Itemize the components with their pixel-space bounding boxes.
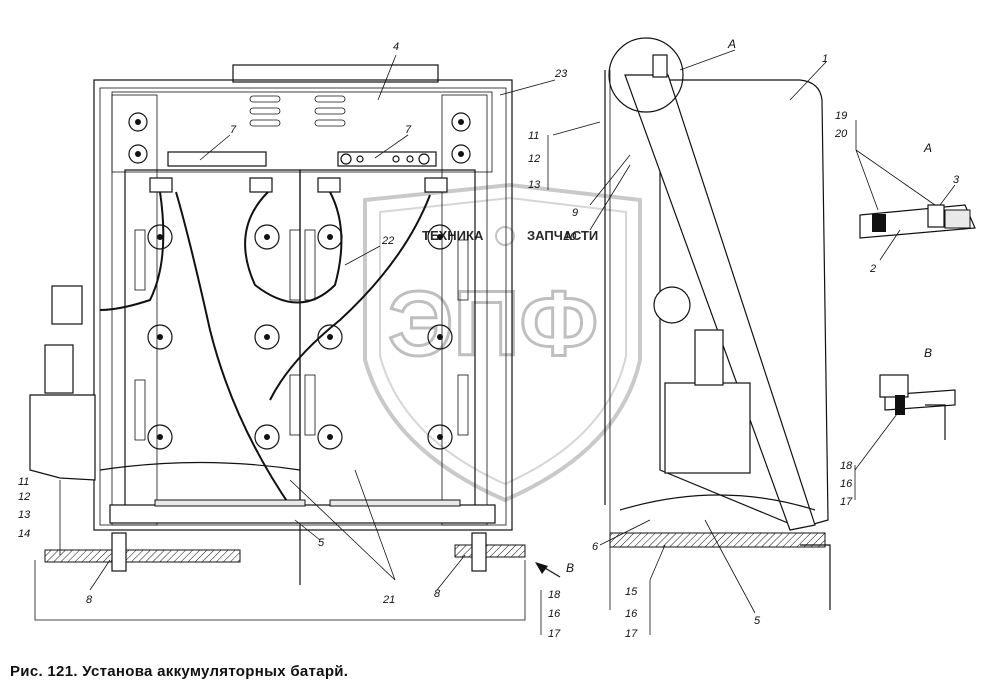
connector-block: [51, 285, 83, 325]
battery-caps: [147, 224, 453, 450]
gear-icon: [495, 226, 515, 246]
mount-bolt-left: [111, 532, 127, 572]
battery-installation-drawing: ЭПФ ТЕХНИКА ЗАПЧАСТИ: [18, 37, 976, 640]
box-frame: [93, 79, 513, 531]
detail-circle-a: [608, 37, 684, 113]
side-connector: [653, 286, 691, 324]
mass-switch: [44, 344, 74, 394]
leader-lines: [59, 49, 956, 635]
callout-18-left: 18: [548, 589, 561, 601]
callout-21: 21: [382, 594, 395, 606]
bottom-frame: [109, 504, 496, 524]
callout-6: 6: [592, 541, 599, 553]
callout-18-right: 18: [840, 460, 853, 472]
watermark-left-text: ТЕХНИКА: [422, 228, 484, 243]
left-rail: [111, 94, 158, 526]
callout-9: 9: [572, 207, 578, 219]
callout-4: 4: [393, 41, 399, 53]
side-mass-switch: [664, 382, 751, 474]
figure-caption: Рис. 121. Установа аккумуляторных батарй…: [10, 663, 349, 680]
callout-17-left: 17: [548, 628, 561, 640]
callout-12-right: 12: [528, 153, 540, 165]
connector-strip-left: [167, 151, 267, 167]
callout-13-right: 13: [528, 179, 541, 191]
detail-b: [879, 374, 956, 440]
callout-14: 14: [18, 528, 30, 540]
cable-5: [175, 191, 301, 521]
callout-labels: 4 7 7 22 23 5 21 8 8 B 11 12 13 14 18 16…: [18, 37, 960, 640]
callout-19: 19: [835, 110, 847, 122]
connector-strip-right: [337, 151, 437, 167]
callout-1: 1: [822, 53, 828, 65]
callout-7-left: 7: [230, 124, 237, 136]
callout-15: 15: [625, 586, 638, 598]
side-view: [604, 37, 831, 610]
callout-2: 2: [869, 263, 876, 275]
callout-10: 10: [564, 231, 577, 243]
view-b-arrow-label: B: [566, 561, 574, 575]
callout-23: 23: [554, 68, 568, 80]
detail-a: [859, 204, 976, 239]
callout-11-left: 11: [18, 476, 29, 488]
cable-22: [244, 191, 343, 304]
callout-22: 22: [381, 235, 394, 247]
callout-16-bottom: 16: [625, 608, 638, 620]
callout-16-left: 16: [548, 608, 561, 620]
watermark-right-text: ЗАПЧАСТИ: [527, 228, 598, 243]
callout-17-right: 17: [840, 496, 853, 508]
callout-5-right: 5: [754, 615, 761, 627]
callout-11-right: 11: [528, 130, 539, 142]
floor-hatch-left: [44, 549, 241, 563]
callout-20: 20: [834, 128, 848, 140]
callout-17-bottom: 17: [625, 628, 638, 640]
frame-outline: [34, 560, 526, 621]
view-a-label: A: [727, 37, 736, 51]
callout-12-left: 12: [18, 491, 30, 503]
floor-hatch-right: [454, 544, 526, 558]
detail-b-label: B: [924, 346, 932, 360]
callout-16-right: 16: [840, 478, 853, 490]
detail-a-label: A: [923, 141, 932, 155]
box-inner-frame: [99, 87, 507, 526]
mount-bolt-right: [471, 532, 487, 572]
right-rail: [441, 94, 488, 526]
watermark-letters: ЭПФ: [388, 273, 598, 375]
callout-7-right: 7: [405, 124, 412, 136]
callout-5-left: 5: [318, 537, 325, 549]
front-view: [29, 64, 561, 621]
callout-8-right: 8: [434, 588, 441, 600]
side-floor-hatch: [609, 532, 826, 548]
switch-housing: [29, 394, 96, 481]
watermark: ЭПФ ТЕХНИКА ЗАПЧАСТИ: [363, 182, 642, 503]
callout-8-left: 8: [86, 594, 93, 606]
callout-3: 3: [953, 174, 960, 186]
callout-13-left: 13: [18, 509, 31, 521]
